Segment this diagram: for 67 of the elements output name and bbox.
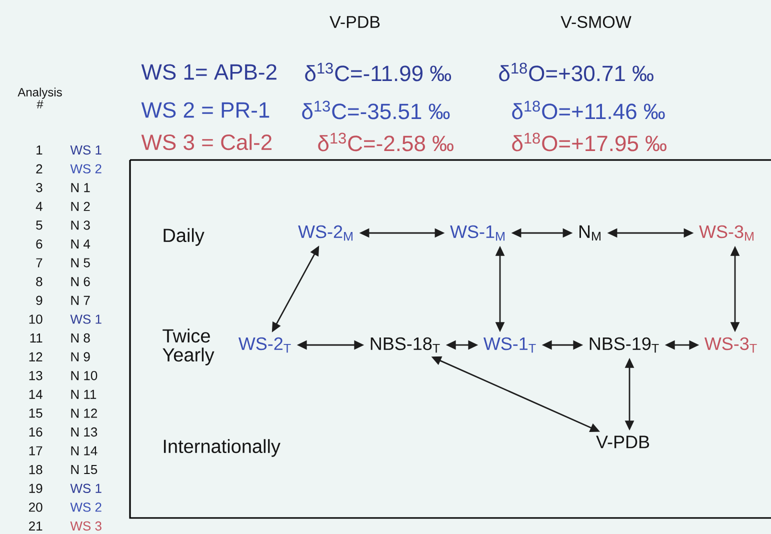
table-cell: WS 2 (70, 164, 102, 174)
node-label: NBS-18$_{T}$ (370, 337, 440, 353)
table-cell: N 12 (71, 408, 97, 418)
node-label: WS-1$_{M}$ (450, 225, 504, 241)
table-cell: 6 (36, 239, 42, 249)
table-cell: 12 (29, 352, 42, 362)
table-cell: 16 (29, 427, 42, 437)
node-label: WS-3$_{M}$ (699, 225, 754, 241)
table-cell: N 9 (71, 352, 90, 362)
table-cell: WS 1 (70, 484, 102, 493)
standard-value: WS 2 = PR-1 (141, 102, 270, 118)
standard-value: δ$^{18}$O=+30.71 ‰ (499, 62, 654, 82)
table-cell: 3 (36, 183, 42, 192)
standard-value: δ$^{13}$C=-2.58 ‰ (318, 132, 454, 152)
table-cell: 18 (29, 464, 42, 474)
table-cell: 4 (36, 202, 42, 211)
table-cell: N 4 (71, 240, 90, 248)
table-cell: N 10 (71, 370, 98, 380)
table-cell: WS 1 (70, 145, 102, 155)
node-label: WS-2$_{T}$ (238, 337, 291, 353)
table-cell: N 11 (71, 390, 96, 399)
standard-value: δ$^{18}$O=+11.46 ‰ (512, 100, 665, 120)
standard-value: δ$^{18}$O=+17.95 ‰ (512, 132, 666, 152)
table-cell: N 8 (71, 333, 90, 343)
node-label: NBS-19$_{T}$ (590, 337, 659, 353)
row-label: Twice Yearly (162, 328, 214, 366)
table-cell: N 5 (71, 258, 90, 268)
table-cell: 1 (36, 146, 42, 154)
standard-value: δ$^{13}$C=-35.51 ‰ (302, 100, 450, 120)
table-cell: 10 (29, 314, 42, 324)
table-cell: N 3 (71, 220, 90, 230)
table-cell: 14 (29, 390, 42, 399)
node-label: WS-3$_{T}$ (704, 337, 757, 353)
table-cell: 8 (36, 276, 42, 286)
node-label: N$_{M}$ (579, 225, 600, 241)
standard-value: WS 1= APB-2 (141, 64, 276, 80)
table-cell: WS 2 (70, 502, 102, 512)
column-heading: V-SMOW (560, 16, 632, 28)
standard-value: WS 3 = Cal-2 (141, 134, 272, 150)
column-heading: V-PDB (330, 16, 380, 28)
axis-title: Analysis # (18, 88, 62, 108)
table-cell: N 15 (71, 465, 98, 474)
table-cell: N 14 (71, 446, 98, 456)
table-cell: 9 (36, 296, 42, 305)
table-cell: WS 3 (70, 521, 102, 531)
table-cell: N 13 (71, 427, 98, 437)
table-cell: 15 (29, 408, 42, 418)
table-cell: 21 (29, 521, 42, 531)
node-label: WS-1$_{T}$ (483, 337, 536, 353)
table-cell: 20 (29, 502, 42, 512)
table-cell: N 7 (71, 296, 90, 305)
table-cell: 17 (29, 446, 42, 456)
standard-value: δ$^{13}$C=-11.99 ‰ (305, 62, 452, 82)
table-cell: WS 1 (70, 314, 102, 324)
table-cell: 5 (36, 220, 42, 230)
row-label: Internationally (164, 439, 280, 457)
table-cell: N 6 (71, 276, 90, 286)
table-cell: 2 (36, 164, 42, 174)
node-label: WS-2$_{M}$ (298, 225, 352, 241)
table-cell: 11 (30, 334, 42, 342)
table-cell: 7 (36, 258, 42, 268)
node-label: V-PDB (596, 436, 650, 448)
row-label: Daily (164, 228, 204, 246)
table-cell: N 1 (71, 183, 90, 192)
table-cell: 19 (29, 484, 42, 493)
table-cell: 13 (29, 370, 42, 380)
table-cell: N 2 (71, 202, 90, 211)
